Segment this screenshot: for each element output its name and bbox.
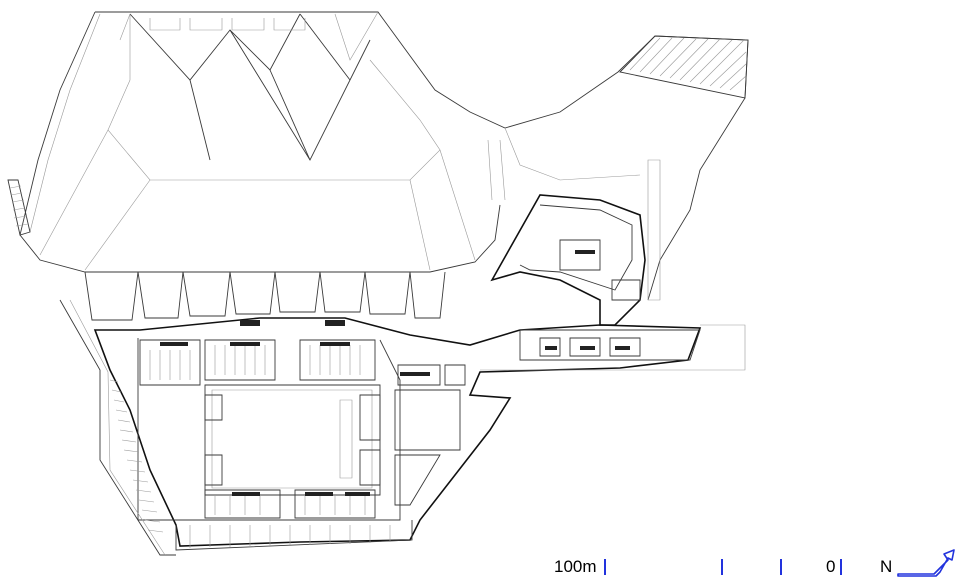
scale-end-label: 0 <box>826 557 836 576</box>
scale-tick <box>780 559 782 575</box>
scale-tick <box>721 559 723 575</box>
north-label: N <box>880 557 893 576</box>
scale-tick <box>604 559 606 575</box>
main-building <box>93 317 702 547</box>
north-arrow-icon <box>897 549 955 577</box>
canopy-bays <box>84 271 446 321</box>
roof-canopy <box>19 11 749 301</box>
right-wing <box>480 159 746 371</box>
scale-start-label: 100m <box>554 557 597 576</box>
wall-fills <box>160 320 430 496</box>
hatched-ramp <box>619 35 749 99</box>
lower-colonnade <box>59 299 413 556</box>
scale-tick <box>840 559 842 575</box>
left-stairs <box>7 179 31 236</box>
